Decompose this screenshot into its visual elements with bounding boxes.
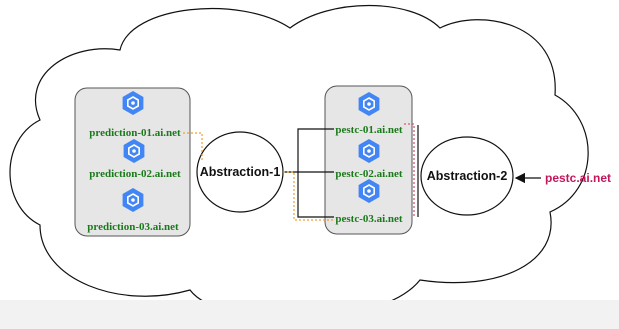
- pestc-link-dotted: [283, 171, 334, 221]
- bottom-strip: [0, 300, 619, 329]
- abstraction-2-node: [420, 136, 514, 216]
- prediction-link: [183, 132, 203, 160]
- abstraction-1-label: Abstraction-1: [200, 165, 281, 179]
- host-label-pestc-01: pestc-01.ai.net: [335, 124, 403, 136]
- host-label-pestc-02: pestc-02.ai.net: [335, 168, 403, 180]
- host-label-prediction-01: prediction-01.ai.net: [89, 127, 181, 139]
- cloud-outline: [9, 4, 589, 320]
- pestc-01-highlight-link: [404, 123, 415, 217]
- pestc-link-bracket: [297, 128, 334, 218]
- external-endpoint-label: pestc.ai.net: [545, 171, 611, 185]
- host-label-pestc-03: pestc-03.ai.net: [335, 213, 403, 225]
- host-label-prediction-02: prediction-02.ai.net: [89, 168, 181, 180]
- host-label-prediction-03: prediction-03.ai.net: [87, 221, 179, 233]
- abstraction-2-label: Abstraction-2: [427, 169, 508, 183]
